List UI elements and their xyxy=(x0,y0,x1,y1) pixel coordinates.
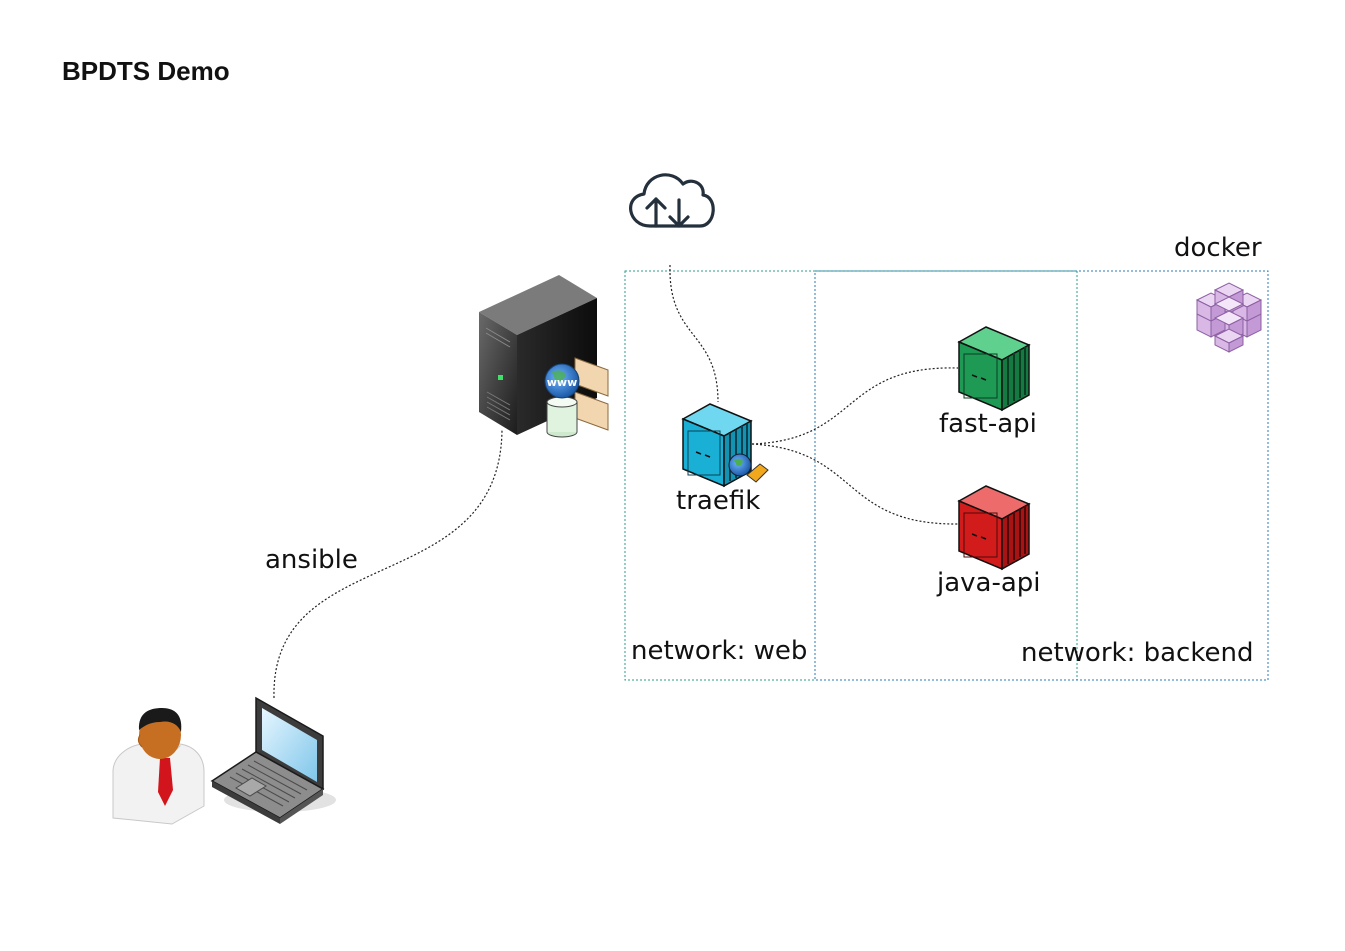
network-web-label: network: web xyxy=(631,636,808,666)
ansible-label: ansible xyxy=(265,545,358,575)
docker-cubes-icon xyxy=(1195,282,1263,353)
laptop-icon xyxy=(210,696,336,824)
fast-api-label: fast-api xyxy=(939,409,1037,439)
traefik-container-icon xyxy=(681,403,769,488)
network-backend-label: network: backend xyxy=(1021,638,1254,668)
ansible-connector xyxy=(273,429,503,699)
fast-api-container-icon xyxy=(957,326,1031,412)
traefik-javaapi-connector xyxy=(751,443,959,525)
network-backend-box xyxy=(814,270,1269,681)
traefik-label: traefik xyxy=(676,486,761,516)
diagram-title: BPDTS Demo xyxy=(62,56,230,86)
cloud-traefik-connector xyxy=(669,264,719,403)
svg-text:www: www xyxy=(547,376,578,389)
web-server-icon: www xyxy=(479,275,609,438)
java-api-label: java-api xyxy=(937,568,1041,598)
connectors xyxy=(273,264,959,699)
user-icon xyxy=(112,708,205,825)
cloud-upload-download-icon xyxy=(629,173,715,228)
traefik-fastapi-connector xyxy=(751,367,959,445)
java-api-container-icon xyxy=(957,485,1031,571)
docker-label: docker xyxy=(1174,233,1262,263)
